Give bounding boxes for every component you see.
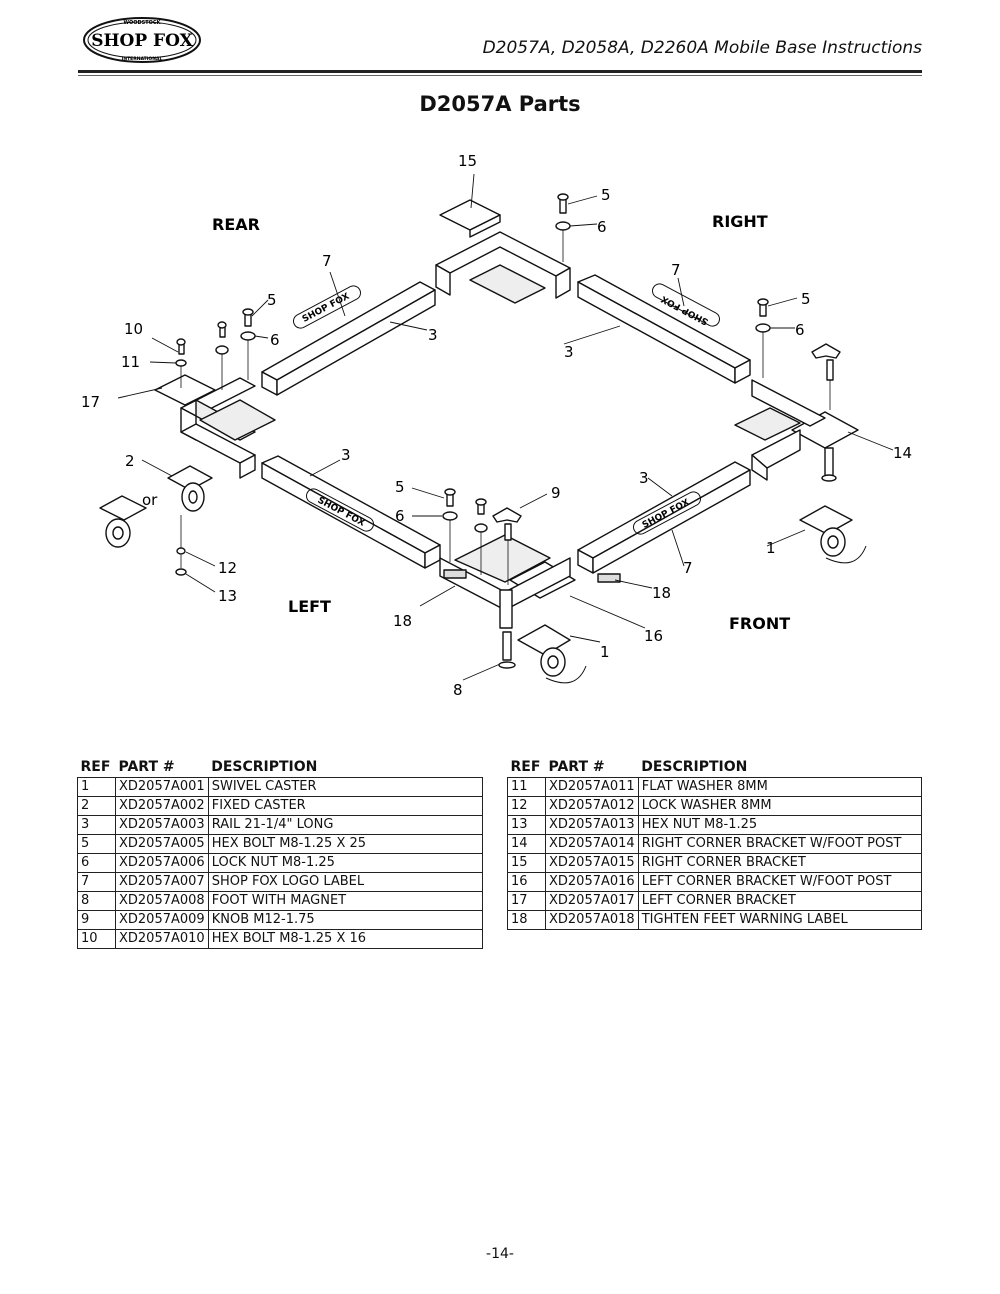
header-description: DESCRIPTION [211, 759, 318, 775]
caster-swivel-right [799, 505, 853, 557]
caster-fixed-left [167, 465, 213, 512]
caster-swivel-front [517, 624, 571, 677]
callout-9: 9 [551, 484, 561, 502]
callout-17: 17 [81, 393, 100, 411]
callout-5: 5 [801, 290, 811, 308]
logo-bottom-text: INTERNATIONAL [122, 56, 163, 62]
header-rule [78, 70, 922, 73]
callout-12: 12 [218, 559, 237, 577]
callout-13: 13 [218, 587, 237, 605]
caster-swivel-left [99, 495, 147, 548]
page-number: -14- [486, 1246, 514, 1262]
callout-7: 7 [322, 252, 332, 270]
callout-1: 1 [766, 539, 776, 557]
warning-label-left [443, 569, 467, 579]
direction-left: LEFT [288, 597, 331, 616]
header-part: PART # [118, 759, 175, 775]
callout-3: 3 [341, 446, 351, 464]
rail-front-left [261, 455, 441, 554]
direction-front: FRONT [729, 614, 790, 633]
callout-7: 7 [683, 559, 693, 577]
callout-18: 18 [652, 584, 671, 602]
callout-15: 15 [458, 152, 477, 170]
callout-8: 8 [453, 681, 463, 699]
logo-top-text: WOODSTOCK [124, 20, 162, 26]
callout-1: 1 [600, 643, 610, 661]
direction-rear: REAR [212, 215, 260, 234]
callout-18: 18 [393, 612, 412, 630]
callout-11: 11 [121, 353, 140, 371]
knob-right [811, 343, 841, 359]
callout-5: 5 [601, 186, 611, 204]
callout-7: 7 [671, 261, 681, 279]
shop-fox-logo: WOODSTOCK SHOP FOX INTERNATIONAL [83, 17, 201, 63]
rail-logo-rear-left: SHOP FOX [301, 292, 351, 325]
rail-rear-right [577, 274, 751, 369]
callout-6: 6 [395, 507, 405, 525]
direction-right: RIGHT [712, 212, 768, 231]
callout-3: 3 [428, 326, 438, 344]
callout-2: 2 [125, 452, 135, 470]
page-title: D2057A Parts [419, 92, 581, 116]
logo-text: SHOP FOX [91, 31, 193, 51]
callout-5: 5 [395, 478, 405, 496]
knob-front [492, 507, 522, 523]
callout-3: 3 [639, 469, 649, 487]
header-part: PART # [548, 759, 605, 775]
callout-10: 10 [124, 320, 143, 338]
callout-14: 14 [893, 444, 912, 462]
callout-6: 6 [795, 321, 805, 339]
callout-5: 5 [267, 291, 277, 309]
header-ref: REF [80, 759, 111, 775]
callout-16: 16 [644, 627, 663, 645]
callout-3: 3 [564, 343, 574, 361]
callout-6: 6 [597, 218, 607, 236]
exploded-parts-diagram: SHOP FOX SHOP FOX SHOP FOX SHOP FOX [81, 152, 912, 699]
or-label: or [142, 491, 158, 509]
document-title: D2057A, D2058A, D2260A Mobile Base Instr… [482, 38, 922, 58]
header-description: DESCRIPTION [641, 759, 748, 775]
header-rule-thin [78, 75, 922, 76]
warning-label-right [597, 573, 621, 583]
callout-6: 6 [270, 331, 280, 349]
header-ref: REF [510, 759, 541, 775]
